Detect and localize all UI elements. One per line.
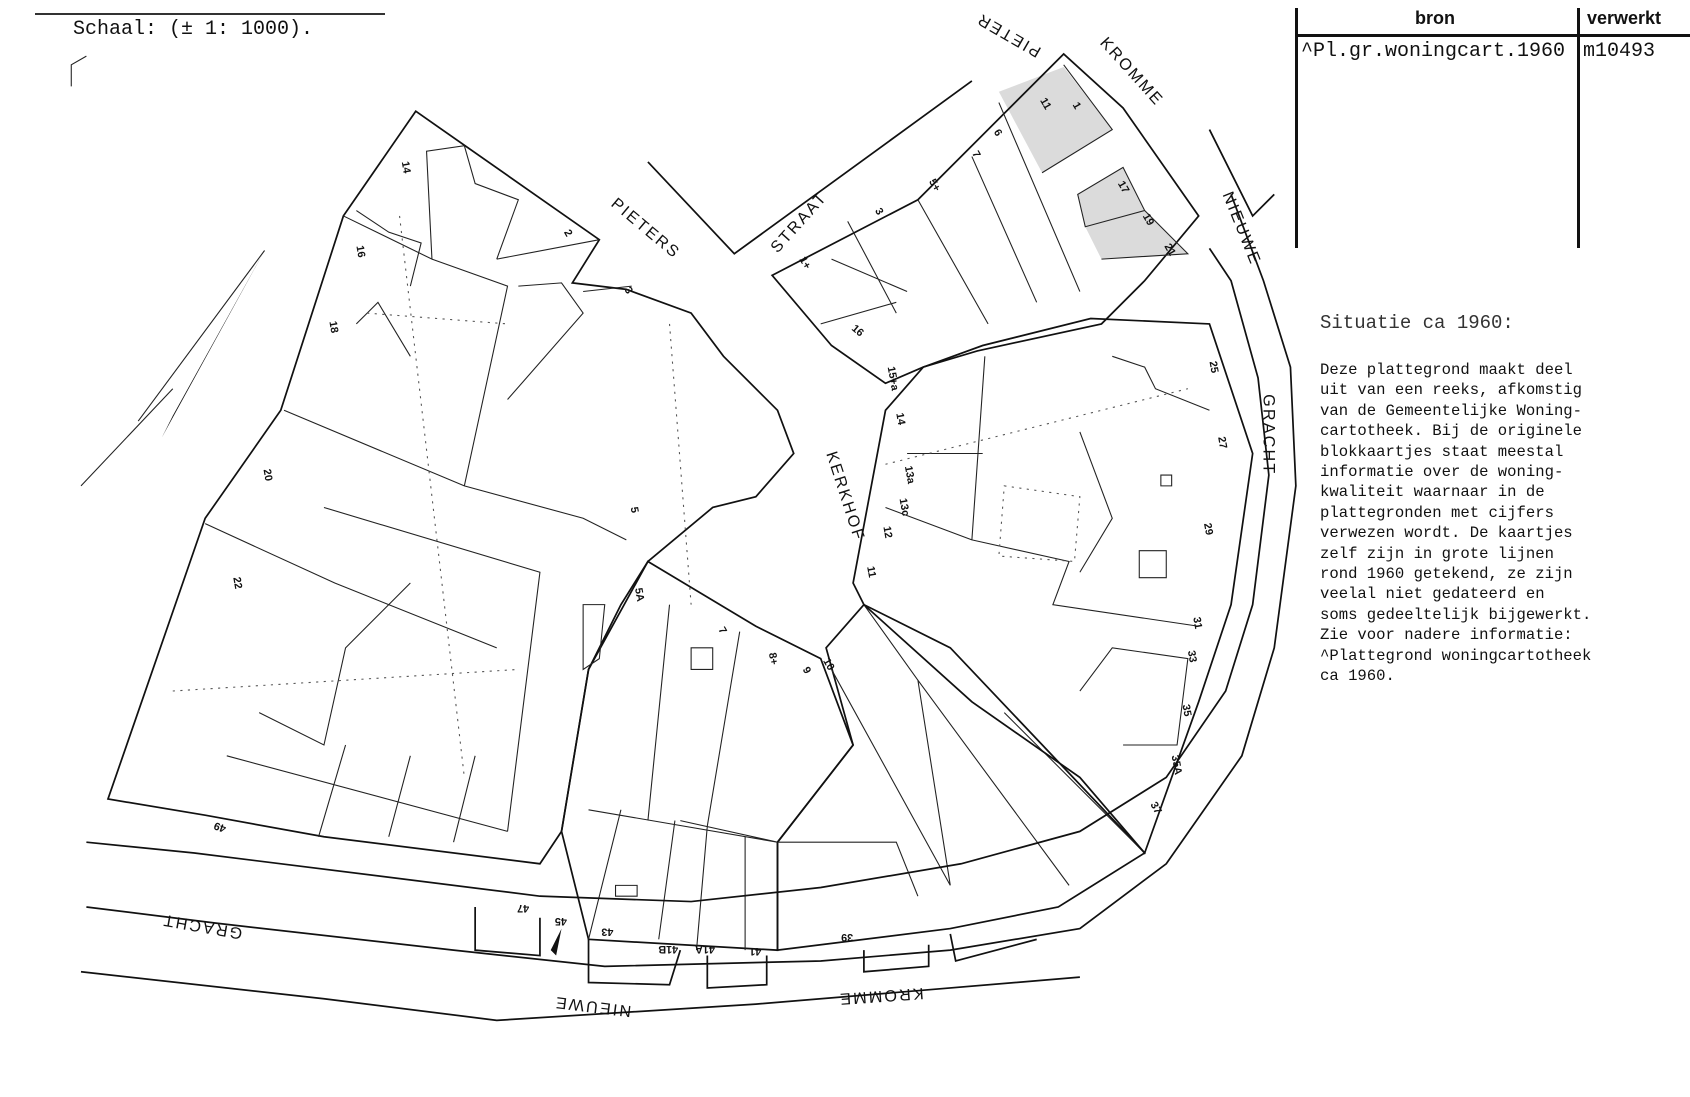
block-west-dotted [172,215,692,778]
house-number: 22 [230,576,244,590]
house-number: 27 [1215,436,1229,450]
house-number: 18 [326,320,340,334]
block-south-east [776,603,1147,952]
frame-corner [70,55,87,87]
house-number: 5 [628,506,641,514]
house-number: 45 [555,915,567,927]
street-label-pieter: PIETER [973,9,1044,60]
street-kerb-inner [86,247,1270,903]
house-number: 5+ [926,177,943,194]
house-number: 10 [820,656,836,672]
house-number: 6 [991,127,1004,138]
house-number: 13a [902,465,917,486]
table-header-rule [1295,34,1690,37]
block-west-parcels [204,145,632,843]
header-bron: bron [1415,8,1455,28]
house-number: 14 [399,160,413,174]
top-rule [35,13,385,15]
house-number: 9 [800,665,813,676]
house-number: 11 [1037,96,1053,112]
block-east-dotted [885,388,1188,563]
block-west [106,110,795,865]
street-label-gracht-right: GRACHT [1259,394,1277,475]
shaded-parcels [998,66,1188,260]
house-number: 8+ [766,652,780,666]
house-number: 20 [261,468,275,482]
house-number: 47 [517,902,529,914]
house-number: 35A [1169,754,1184,776]
info-title: Situatie ca 1960: [1320,312,1514,334]
house-number: 5A [632,587,646,603]
house-number: 39 [841,931,853,943]
house-number: 7 [716,625,729,636]
block-east [852,317,1254,855]
house-number: 17 [1115,179,1131,195]
street-kerb-details [474,80,1275,989]
house-number: 41A [695,943,715,955]
house-number: 16 [849,322,866,339]
house-number: 16 [353,245,367,259]
table-border [1295,8,1298,248]
street-label-pieters: PIETERS [608,194,684,262]
house-number: 14 [893,412,907,426]
house-number: 12 [880,525,894,539]
house-number: 3 [872,206,885,217]
street-label-nieuwe-right: NIEUWE [1219,189,1265,268]
house-number: 49 [212,819,227,834]
house-number: 41B [658,943,678,955]
block-south-middle-parcels [582,604,778,951]
street-kerb-far [80,970,1080,1022]
table-divider [1577,8,1580,248]
cell-verwerkt: m10493 [1583,40,1656,63]
house-number: 25 [1207,360,1221,374]
house-number: 29 [1201,522,1215,536]
house-number: 7 [969,149,982,160]
source-table: bron verwerkt ^Pl.gr.woningcart.1960 m10… [1295,8,1690,248]
info-body: Deze plattegrond maakt deel uit van een … [1320,361,1592,686]
house-number: 1+ [797,255,814,272]
house-number: 35 [1180,703,1194,717]
house-number: 43 [601,926,613,938]
header-verwerkt: verwerkt [1587,8,1662,28]
house-number: 31 [1190,616,1204,630]
street-label-kromme-bottom: KROMME [837,984,924,1008]
block-east-parcels [885,355,1210,746]
block-south-east-parcels [777,604,1146,897]
house-number: 37 [1147,800,1163,816]
house-number: 3 [622,285,635,296]
street-label-kromme-top: KROMME [1096,34,1167,110]
street-kerb-outer [86,194,1297,968]
cell-bron: ^Pl.gr.woningcart.1960 [1301,40,1566,63]
house-number: 11 [864,565,878,578]
block-south-middle [560,560,855,952]
house-number: 1 [1070,100,1083,111]
block-north-parcels [820,64,1190,325]
house-number: 41 [749,945,761,957]
block-north [770,52,1200,385]
street-label-kerkhof: KERKHOF [822,449,868,543]
house-number: 13c [897,497,912,517]
north-arrow-icon [80,250,266,487]
house-number: 19 [1140,211,1156,227]
marker-arrow [550,928,562,956]
house-number: 21 [1162,242,1178,258]
house-number: 15+a [885,366,901,393]
scale-label: Schaal: (± 1: 1000). [73,18,314,41]
house-number: 33 [1185,650,1199,664]
street-label-gracht-bottom: GRACHT [160,911,243,943]
house-number: 2 [561,228,574,239]
